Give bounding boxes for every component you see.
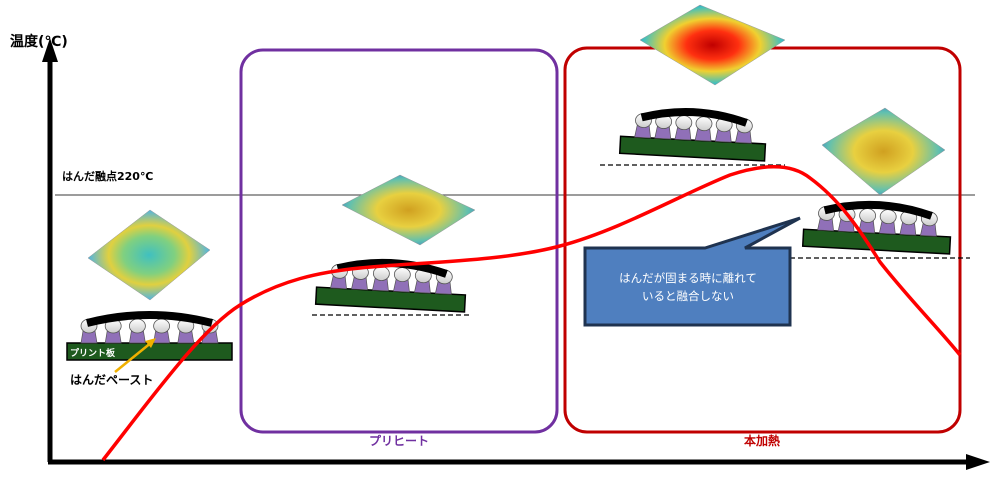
temperature-curve: [101, 165, 962, 462]
solder-ball: [879, 209, 897, 225]
chip-package: [336, 258, 448, 278]
pcb-board: [801, 228, 952, 255]
melting-point-label: はんだ融点220℃: [62, 169, 153, 183]
assembly-left: [66, 311, 233, 361]
heatmap-left: [87, 209, 211, 301]
callout-bubble: [583, 216, 801, 327]
chip-package: [823, 200, 933, 220]
solder-ball: [153, 318, 171, 334]
solder-ball: [859, 208, 877, 223]
preheat-label: プリヒート: [369, 433, 429, 448]
paste-label: はんだペースト: [70, 373, 153, 387]
solder-ball: [128, 318, 146, 334]
pcb-label: プリント板: [70, 347, 116, 359]
pcb-board: [618, 135, 767, 162]
solder-ball: [695, 116, 713, 132]
y-axis-label: 温度(℃): [10, 33, 68, 50]
chip-package: [86, 311, 213, 327]
arrow-head-icon: [145, 338, 156, 348]
solder-ball: [675, 115, 693, 131]
y-axis-arrow-icon: [42, 38, 58, 62]
heatmap-top: [639, 4, 786, 86]
callout-text-line1: はんだが固まる時に離れて: [619, 271, 757, 285]
heatmap-right: [821, 107, 946, 196]
heatmap-middle: [341, 174, 476, 246]
x-axis-arrow-icon: [966, 454, 990, 470]
chip-package: [640, 107, 748, 127]
assembly-cooling: [801, 200, 952, 255]
solder-ball: [393, 267, 411, 283]
main-heat-label: 本加熱: [744, 433, 780, 448]
preheat-box: [239, 48, 559, 434]
pcb-board: [314, 286, 467, 313]
callout-text-line2: いると融合しない: [642, 289, 734, 303]
paste-pointer-arrow: [114, 341, 153, 373]
assembly-peak: [618, 107, 767, 162]
assembly-preheat: [314, 258, 467, 313]
